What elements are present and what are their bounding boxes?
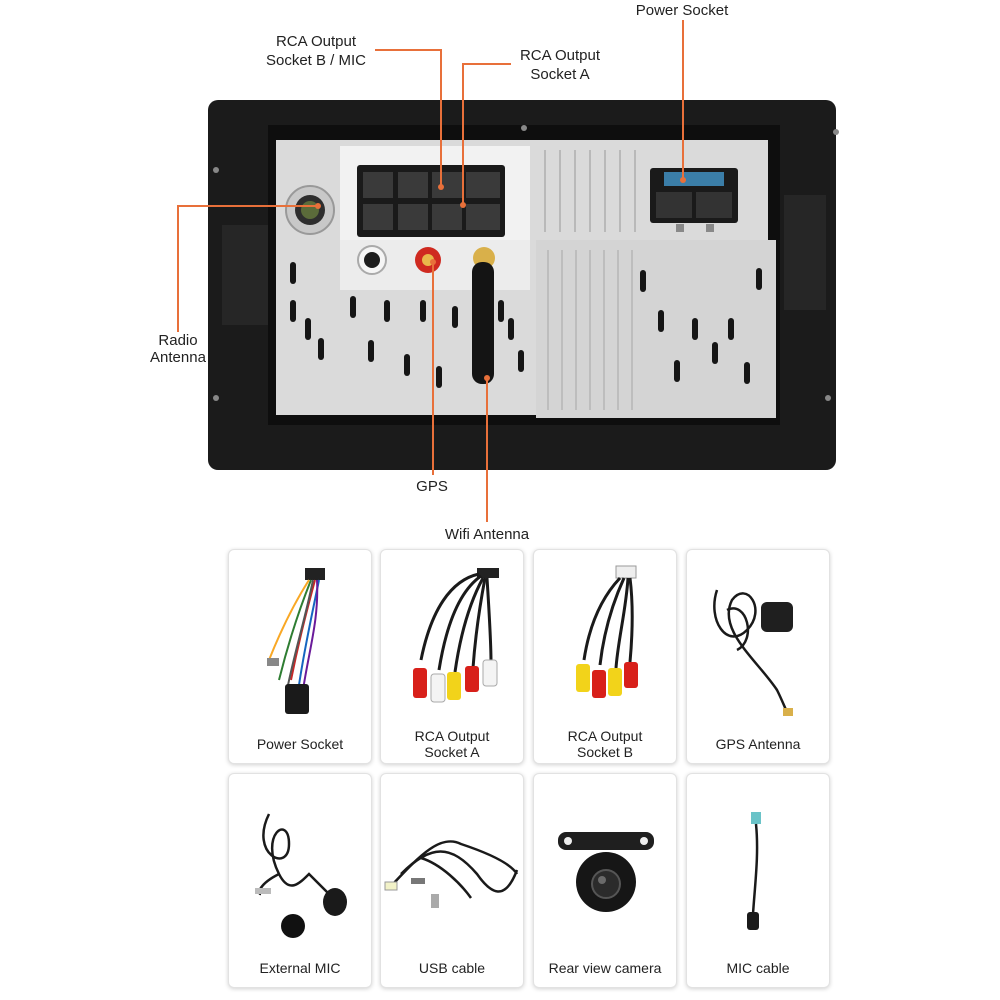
- label-gps: GPS: [416, 478, 448, 495]
- accessory-card-rca-output-a: RCA Output Socket A: [380, 549, 524, 764]
- wifi-antenna: [472, 247, 495, 384]
- accessory-card-mic-cable: MIC cable: [686, 773, 830, 988]
- heat-sink: [536, 240, 776, 418]
- label-power-socket: Power Socket: [635, 2, 729, 19]
- camera-icon: [558, 832, 654, 912]
- accessory-card-rca-output-b: RCA Output Socket B: [533, 549, 677, 764]
- accessory-label: MIC cable: [726, 960, 790, 976]
- accessory-card-rear-view-camera: Rear view camera: [533, 773, 677, 988]
- label-rca-output-b: RCA Output Socket B / MIC: [265, 33, 367, 69]
- label-radio-antenna: Radio Antenna: [150, 332, 206, 366]
- callout-lines: [177, 20, 684, 522]
- accessory-label: USB cable: [418, 960, 486, 976]
- accessory-label: GPS Antenna: [715, 736, 801, 752]
- gps-socket: [415, 247, 441, 273]
- microphone-icon: [255, 813, 347, 938]
- accessory-card-usb-cable: USB cable: [380, 773, 524, 988]
- gps-antenna-icon: [713, 589, 793, 716]
- power-harness-icon: [267, 568, 325, 714]
- rca-connector-block: [357, 165, 505, 237]
- accessory-label: RCA Output Socket A: [414, 728, 490, 760]
- accessory-label: Rear view camera: [548, 960, 662, 976]
- radio-antenna-socket: [285, 185, 335, 235]
- rca-cable-b-icon: [576, 565, 638, 698]
- head-unit-back-illustration: [177, 20, 839, 522]
- label-wifi-antenna: Wifi Antenna: [444, 526, 530, 543]
- accessory-card-external-mic: External MIC: [228, 773, 372, 988]
- accessory-label: RCA Output Socket B: [567, 728, 643, 760]
- accessory-label: Power Socket: [256, 736, 344, 752]
- usb-cable-icon: [384, 840, 519, 908]
- mic-cable-icon: [747, 812, 761, 930]
- power-connector: [650, 168, 738, 232]
- accessory-label: External MIC: [259, 960, 341, 976]
- accessory-card-gps-antenna: GPS Antenna: [686, 549, 830, 764]
- rca-cable-a-icon: [413, 568, 499, 703]
- label-rca-output-a: RCA Output Socket A: [519, 47, 601, 83]
- accessory-card-power-socket: Power Socket: [228, 549, 372, 764]
